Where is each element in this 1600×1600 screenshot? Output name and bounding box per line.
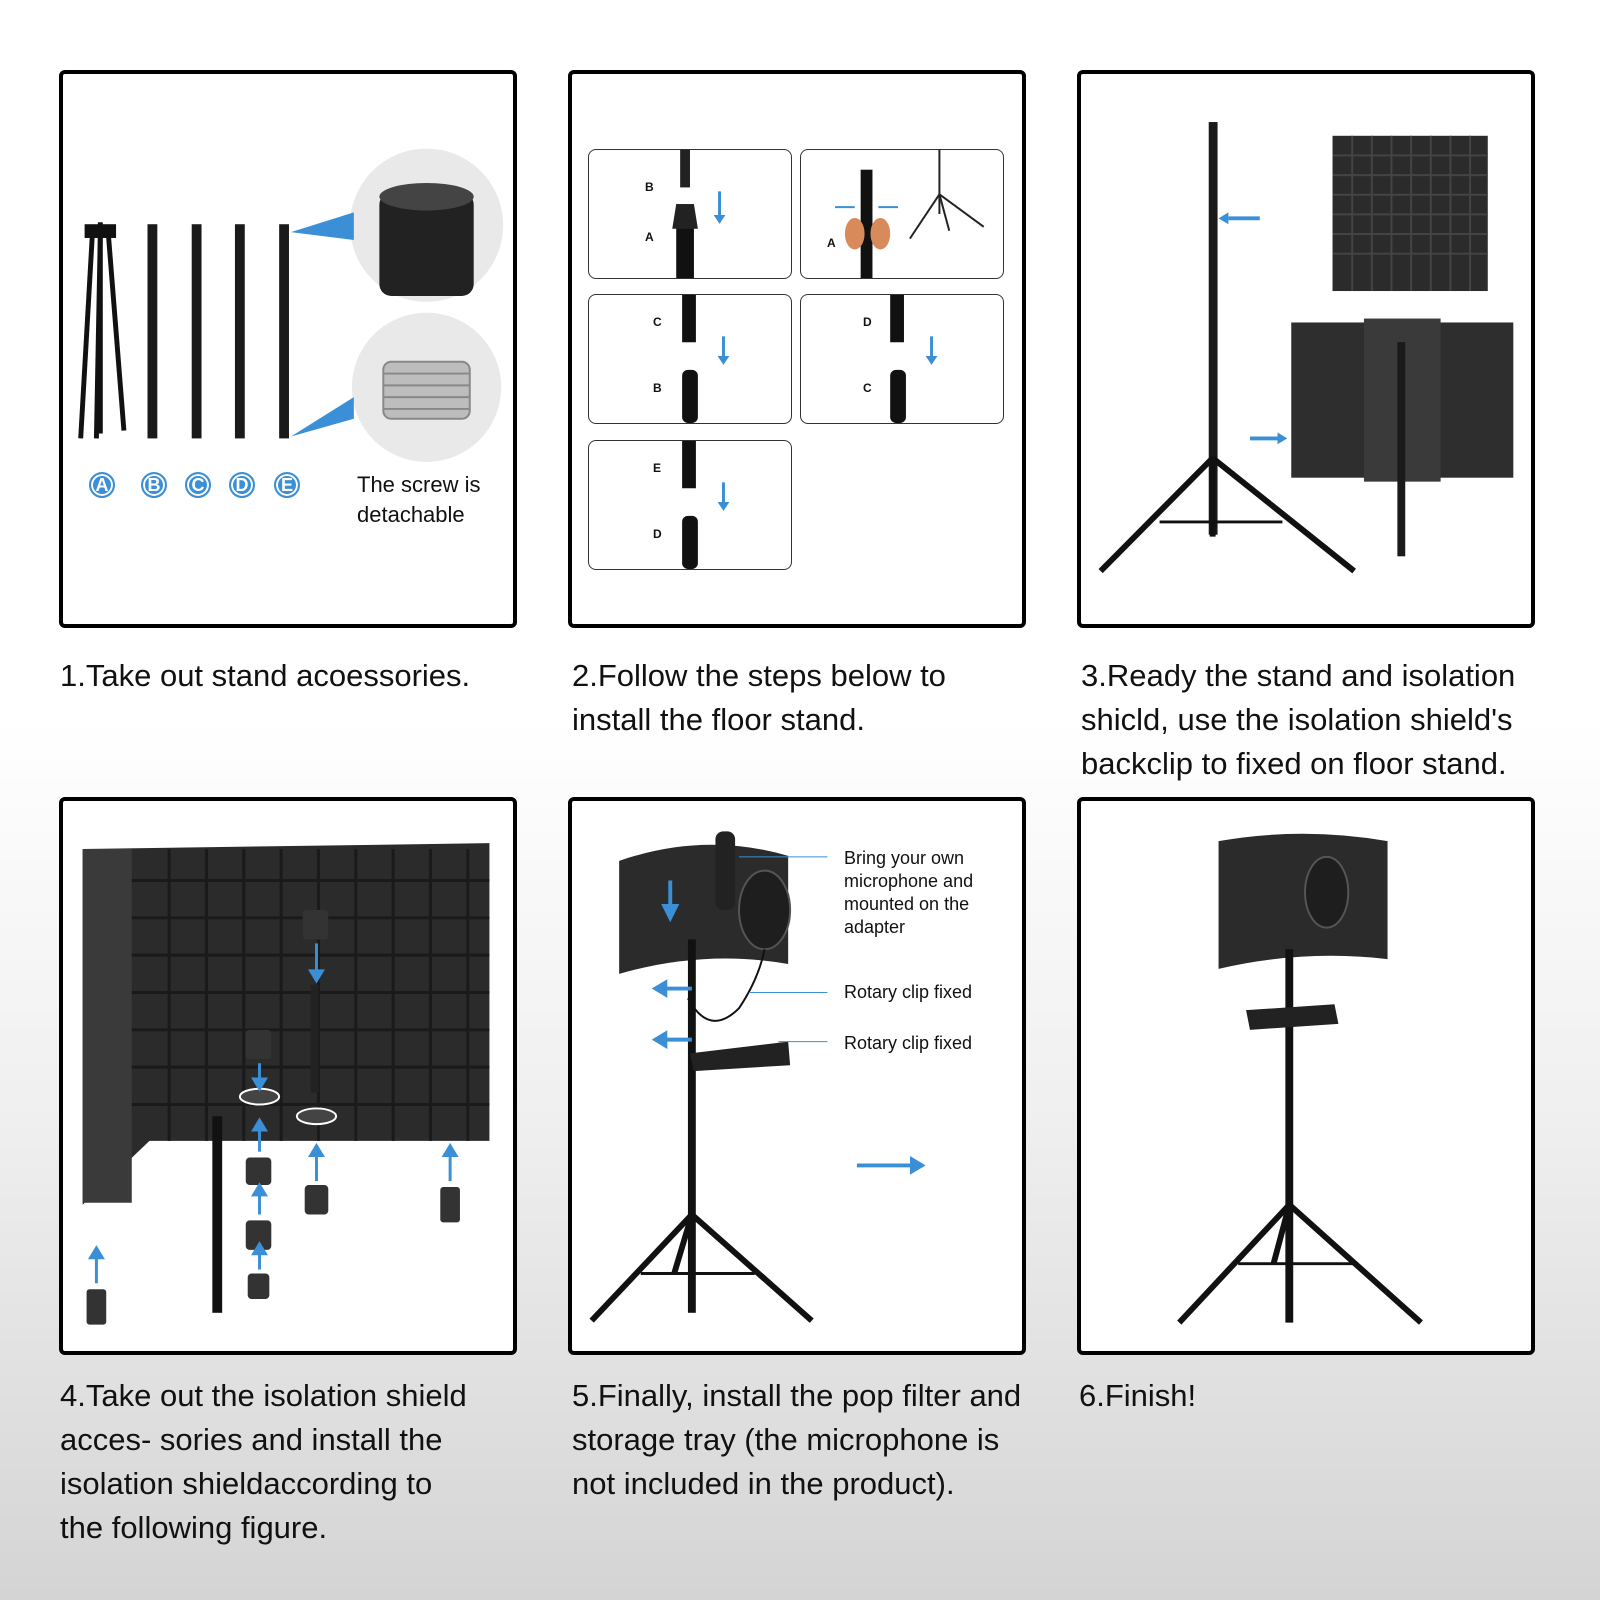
label-a: A (645, 230, 654, 244)
label-e: E (653, 461, 662, 475)
caption-step2: 2.Follow the steps below to install the … (572, 658, 946, 737)
caption-step6: 6.Finish! (1079, 1378, 1197, 1413)
panel-step4 (59, 797, 517, 1355)
step-box-c-into-b: C B (588, 294, 792, 424)
caption-step4: 4.Take out the isolation shield acces- s… (60, 1378, 467, 1545)
panel-step5: Bring your own microphone and mounted on… (568, 797, 1026, 1355)
screw-detail (382, 360, 471, 420)
annotation-microphone: Bring your own microphone and mounted on… (844, 848, 974, 937)
badge-d: D (229, 472, 255, 498)
label-c: C (653, 315, 662, 329)
pole-d (234, 224, 245, 439)
shield-assembly-illustration (82, 843, 490, 1325)
screw-note: The screw is detachable (357, 472, 481, 527)
annotation-rotary-clip-2: Rotary clip fixed (844, 1033, 973, 1053)
badge-b: B (141, 472, 167, 498)
annotation-rotary-clip-1: Rotary clip fixed (844, 982, 973, 1002)
caption-step5: 5.Finally, install the pop filter and st… (572, 1378, 1022, 1501)
caption-step1: 1.Take out stand acoessories. (60, 658, 471, 693)
label-b: B (645, 180, 654, 194)
panel-step3 (1077, 70, 1535, 628)
stand-accessories-illustration (78, 148, 504, 462)
step-box-e-into-d: E D (588, 440, 792, 570)
caption-step3: 3.Ready the stand and isolation shicld, … (1081, 658, 1516, 781)
pole-c (191, 224, 202, 439)
stand-and-shield-illustration (1098, 122, 1514, 574)
step-box-d-into-c: D C (800, 294, 1004, 424)
panel-step2: B A A C B (568, 70, 1026, 628)
step-box-b-into-a: B A (588, 149, 792, 279)
panel-step6 (1077, 797, 1535, 1355)
pop-filter-tray-illustration (589, 831, 926, 1323)
label-b-2: B (653, 381, 662, 395)
pole-e (279, 224, 289, 439)
finished-stand-illustration (1177, 833, 1423, 1325)
label-d-2: D (653, 527, 662, 541)
badge-c: C (185, 472, 211, 498)
step-box-open-tripod: A (800, 149, 1004, 279)
panel-step1: A B C D E The screw is detachable (59, 70, 517, 628)
badge-a: A (89, 472, 115, 498)
label-a-2: A (827, 236, 836, 250)
tripod-leg-a (78, 222, 127, 439)
pole-b (147, 224, 158, 439)
label-d: D (863, 315, 872, 329)
badge-e: E (274, 472, 300, 498)
label-c-2: C (863, 381, 872, 395)
